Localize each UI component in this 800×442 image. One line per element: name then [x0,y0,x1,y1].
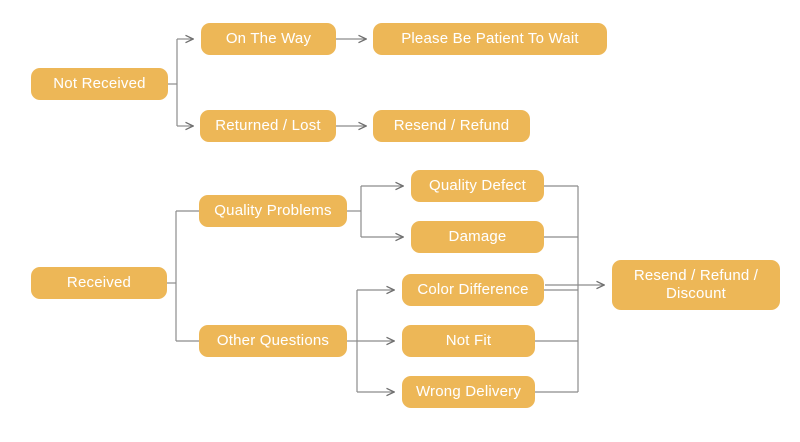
node-on-the-way[interactable]: On The Way [201,23,336,55]
node-wrong-delivery[interactable]: Wrong Delivery [402,376,535,408]
node-not-fit[interactable]: Not Fit [402,325,535,357]
node-resend-refund-discount[interactable]: Resend / Refund / Discount [612,260,780,310]
node-color-difference[interactable]: Color Difference [402,274,544,306]
node-please-be-patient-to-wait[interactable]: Please Be Patient To Wait [373,23,607,55]
node-damage[interactable]: Damage [411,221,544,253]
node-returned-lost[interactable]: Returned / Lost [200,110,336,142]
node-quality-defect[interactable]: Quality Defect [411,170,544,202]
node-quality-problems[interactable]: Quality Problems [199,195,347,227]
node-resend-refund[interactable]: Resend / Refund [373,110,530,142]
node-other-questions[interactable]: Other Questions [199,325,347,357]
node-received[interactable]: Received [31,267,167,299]
node-not-received[interactable]: Not Received [31,68,168,100]
